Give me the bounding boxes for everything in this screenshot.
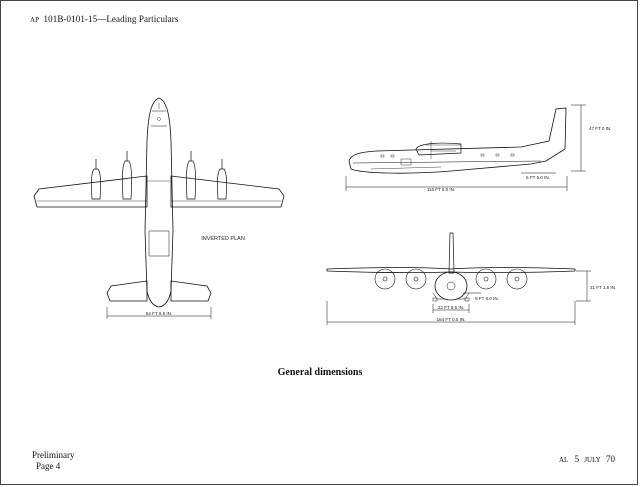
- plan-span-dimension: 64 FT 9.5 IN.: [146, 311, 172, 316]
- header-prefix: AP: [30, 16, 40, 24]
- plan-engines: [91, 151, 227, 200]
- figure-caption: General dimensions: [277, 367, 363, 378]
- plan-tailplane: [106, 280, 212, 302]
- plan-right-wing: [170, 175, 285, 208]
- front-height-dimension: 21 FT 1.5 IN.: [590, 285, 616, 290]
- plan-view-label: INVERTED PLAN: [201, 236, 245, 242]
- side-view: 47 FT 0 IN. 116 FT 5.0 IN. 5 FT 6.0 IN.: [345, 104, 611, 192]
- front-view: 21 FT 1.5 IN. 5 FT 6.0 IN. 22 FT 9.5 IN.…: [326, 232, 616, 325]
- front-prop-dimension: 5 FT 6.0 IN.: [475, 296, 499, 301]
- front-propellers: [374, 268, 528, 290]
- footer-status: Preliminary: [32, 450, 75, 460]
- header-title: 101B-0101-15—Leading Particulars: [43, 14, 179, 24]
- front-span-dimension: 164 FT 0.5 IN.: [437, 317, 466, 322]
- front-hull: [434, 271, 468, 301]
- plan-fuselage: [144, 97, 174, 308]
- side-length-dimension: 116 FT 5.0 IN.: [427, 187, 455, 192]
- footer-left: Preliminary Page 4: [32, 450, 75, 472]
- amendment-prefix: AL: [558, 456, 569, 464]
- amendment-month: JULY: [584, 456, 601, 464]
- side-height-dimension: 47 FT 0 IN.: [589, 126, 611, 131]
- side-small-dimension: 5 FT 6.0 IN.: [526, 175, 550, 180]
- page-header: AP 101B-0101-15—Leading Particulars: [30, 14, 178, 24]
- front-wing: [326, 267, 576, 274]
- side-hull: [348, 107, 567, 174]
- footer-amendment: AL 5 JULY 70: [559, 454, 615, 464]
- amendment-day: 5: [574, 454, 580, 464]
- plan-left-wing: [33, 175, 148, 208]
- plan-view: 64 FT 9.5 IN. INVERTED PLAN: [33, 97, 285, 319]
- amendment-year: 70: [606, 454, 615, 464]
- footer-page-number: Page 4: [36, 461, 61, 471]
- front-track-dimension: 22 FT 9.5 IN.: [438, 305, 464, 310]
